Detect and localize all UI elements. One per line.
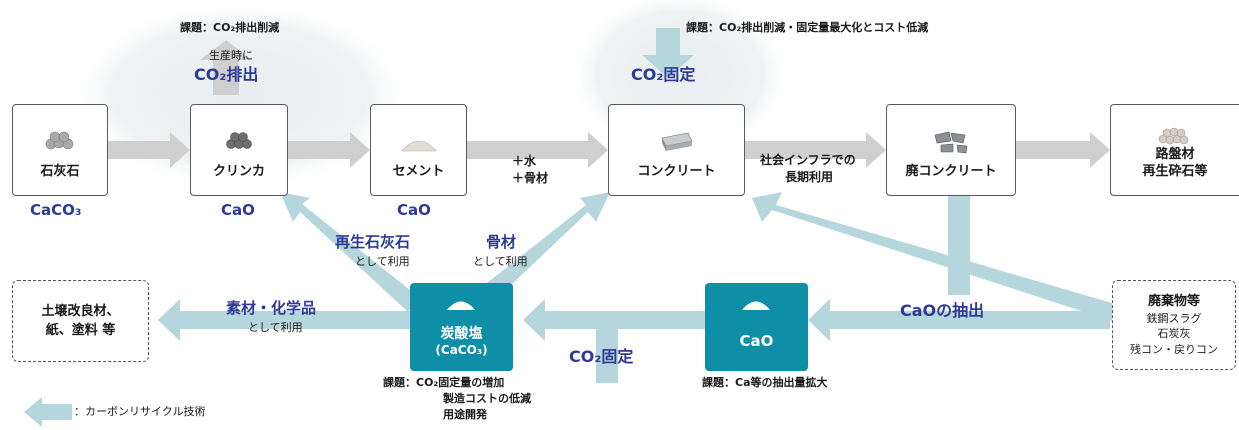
infra-use-line1: 社会インフラでの [760, 153, 856, 167]
powder-icon [447, 301, 475, 310]
clinker-icon [226, 132, 252, 149]
legend-arrow [24, 397, 72, 427]
aggregate-note: として利用 [473, 255, 528, 268]
concrete-block-icon [661, 132, 692, 151]
arrow-carbonate-to-soil [158, 299, 410, 341]
fixation-top-label: CO₂固定 [631, 65, 696, 84]
extraction-label: CaOの抽出 [900, 301, 985, 320]
legend-label: ：カーボンリサイクル技術 [74, 405, 206, 418]
issue-concrete: 課題：CO₂排出削減・固定量最大化とコスト低減 [686, 21, 929, 34]
arrow-waste-to-cao [808, 299, 1110, 341]
issue-cao: 課題：Ca等の抽出量拡大 [702, 376, 828, 389]
waste-concrete-box: 廃コンクリート [886, 104, 1016, 196]
waste-box: 廃棄物等 鉄鋼スラグ 石炭灰 残コン・戻りコン [1112, 280, 1236, 370]
limestone-box: 石灰石 [12, 104, 108, 196]
clinker-box: クリンカ [190, 104, 288, 196]
cao-box: CaO [705, 283, 808, 371]
crushed-stone-icon [1158, 127, 1189, 145]
soil-improver-box: 土壌改良材、 紙、塗料 等 [12, 280, 149, 362]
arrow-aggregate [478, 192, 610, 303]
recycled-limestone-note: として利用 [355, 255, 410, 268]
clinker-label: クリンカ [212, 164, 265, 180]
arrow-clinker-cement [288, 132, 370, 168]
emission-note: 生産時に [209, 49, 253, 62]
recycled-limestone-label: 再生石灰石 [335, 233, 411, 251]
arrow-co2-fixation-top [642, 28, 694, 78]
concrete-label: コンクリート [637, 164, 716, 180]
limestone-icon [45, 131, 74, 150]
aggregate-label: 骨材 [486, 233, 517, 251]
powder-icon [742, 301, 770, 310]
arrow-recycled-limestone [280, 192, 420, 312]
waste-item-slag: 鉄鋼スラグ [1146, 312, 1202, 325]
infra-use-line2: 長期利用 [785, 170, 834, 184]
arrow-waste-roadbed [1016, 132, 1110, 168]
roadbed-box: 路盤材 再生砕石等 [1110, 104, 1239, 196]
concrete-box: コンクリート [608, 104, 745, 196]
arrow-waste-concrete-down [948, 185, 970, 295]
arrow-cao-to-carbonate [523, 299, 705, 341]
waste-item-returned-concrete: 残コン・戻りコン [1130, 342, 1218, 356]
issue-clinker: 課題：CO₂排出削減 [180, 21, 280, 34]
arrow-co2-fixation-bottom [596, 328, 618, 383]
add-aggregate: ＋骨材 [512, 171, 549, 185]
waste-concrete-label: 廃コンクリート [905, 164, 997, 180]
carbonate-label: 炭酸塩 [440, 326, 483, 343]
soil-line2: 紙、塗料 等 [45, 323, 116, 338]
issue-carbonate-3: 用途開発 [443, 408, 487, 421]
roadbed-label-1: 路盤材 [1155, 147, 1195, 163]
add-water: ＋水 [512, 154, 537, 168]
materials-note: として利用 [248, 321, 303, 334]
limestone-label: 石灰石 [40, 164, 80, 180]
roadbed-label-2: 再生砕石等 [1142, 164, 1208, 180]
cao-label: CaO [739, 331, 774, 350]
rubble-icon [934, 131, 968, 154]
carbonate-formula: (CaCO₃) [435, 343, 488, 358]
cement-box: セメント [370, 104, 467, 196]
arrow-waste-diagonal [752, 192, 1112, 321]
fixation-bottom-label: CO₂固定 [569, 347, 634, 366]
cement-formula: CaO [397, 201, 431, 219]
arrow-co2-emission [200, 40, 252, 95]
issue-carbonate-1: 課題：CO₂固定量の増加 [383, 376, 505, 389]
limestone-formula: CaCO₃ [30, 201, 82, 219]
clinker-formula: CaO [221, 201, 255, 219]
waste-item-coal-ash: 石炭灰 [1157, 327, 1191, 341]
emission-label: CO₂排出 [194, 65, 259, 84]
soil-line1: 土壌改良材、 [41, 303, 120, 319]
arrow-concrete-waste [745, 132, 886, 168]
materials-label: 素材・化学品 [226, 299, 317, 317]
arrow-cement-concrete [467, 132, 608, 168]
waste-title: 廃棄物等 [1147, 293, 1200, 309]
arrow-limestone-clinker [108, 132, 190, 168]
issue-carbonate-2: 製造コストの低減 [443, 392, 531, 405]
cement-label: セメント [392, 164, 445, 180]
cement-pile-icon [400, 140, 437, 152]
carbonate-box: 炭酸塩 (CaCO₃) [410, 283, 513, 371]
